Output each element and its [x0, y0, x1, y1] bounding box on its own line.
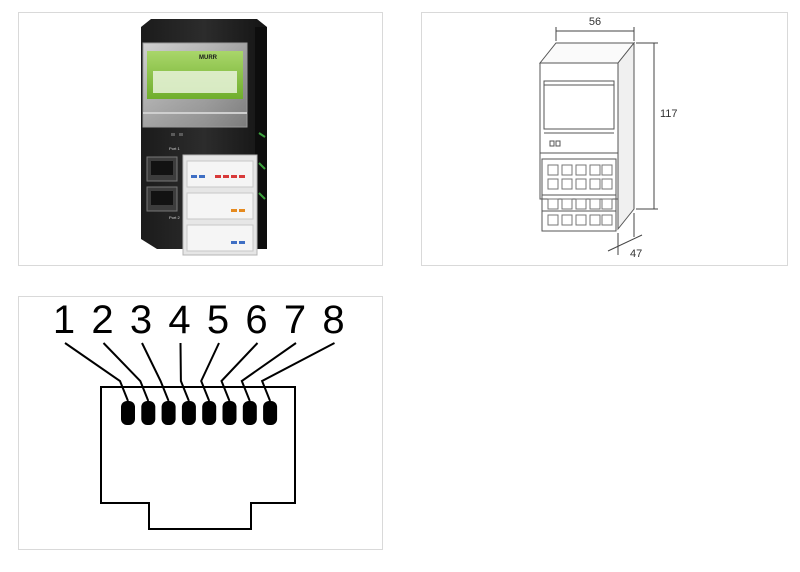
- pin-contact-6: [222, 401, 237, 425]
- pin-contact-4: [181, 401, 196, 425]
- status-led: [179, 133, 183, 136]
- ethernet-port-2-socket: [151, 191, 173, 205]
- label-window: [153, 71, 237, 93]
- pin-leader-8: [260, 342, 335, 402]
- pin-contact-1: [121, 401, 135, 425]
- pin-number-8: 8: [322, 298, 344, 342]
- pin-number-4: 4: [168, 298, 190, 342]
- pin-contact-7: [242, 401, 257, 425]
- dimension-drawing-panel: 56 117 47: [421, 12, 788, 266]
- port-label-1: Port 1: [169, 146, 180, 151]
- module-outline: [538, 41, 636, 232]
- terminal-grid: [547, 164, 613, 226]
- pin-leader-4: [179, 342, 190, 402]
- pin-number-1: 1: [53, 298, 75, 342]
- pin-contact-5: [202, 401, 217, 425]
- terminal-rows: [186, 160, 254, 252]
- dimension-drawing: 56 117 47: [538, 16, 678, 260]
- pin-number-7: 7: [284, 298, 306, 342]
- rj45-socket-outline: [100, 386, 296, 530]
- pin-leader-2: [102, 342, 150, 402]
- pin-leader-7: [240, 342, 297, 402]
- pin-leader-6: [220, 342, 259, 402]
- dimension-lines: [555, 27, 658, 255]
- pin-number-5: 5: [207, 298, 229, 342]
- depth-dimension-label: 47: [630, 248, 642, 260]
- brand-text: MURR: [199, 55, 218, 61]
- port-label-2: Port 2: [169, 215, 180, 220]
- pin-number-2: 2: [91, 298, 113, 342]
- pin-contact-2: [141, 401, 156, 425]
- pin-leader-5: [200, 342, 220, 402]
- pin-contact-3: [161, 401, 176, 425]
- side-markings: [258, 132, 266, 200]
- pin-contact-8: [263, 401, 278, 425]
- module-side: [255, 27, 267, 249]
- width-dimension-label: 56: [589, 16, 601, 28]
- height-dimension-label: 117: [660, 108, 678, 120]
- pin-leader-1: [64, 342, 129, 402]
- ethernet-port-1-socket: [151, 161, 173, 175]
- product-photo-panel: MURR Port 1 Port 2: [18, 12, 383, 266]
- pin-number-3: 3: [130, 298, 152, 342]
- status-led: [171, 133, 175, 136]
- pin-leader-3: [141, 342, 170, 402]
- product-photo: MURR Port 1 Port 2: [141, 19, 267, 256]
- pin-number-6: 6: [245, 298, 267, 342]
